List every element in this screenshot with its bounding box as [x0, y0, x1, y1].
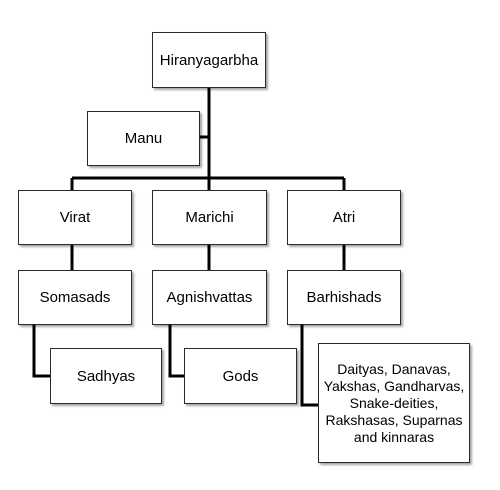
node-label: Barhishads [306, 289, 382, 306]
node-label: Somasads [39, 289, 111, 306]
node-gods: Gods [184, 348, 297, 404]
node-sadhyas: Sadhyas [50, 348, 162, 404]
connector-agnishvattas-gods [168, 325, 184, 378]
node-label: Agnishvattas [166, 289, 253, 306]
connector-barhishads-daityas [300, 325, 318, 407]
node-barhishads: Barhishads [287, 270, 401, 325]
node-daityas-group: Daityas, Danavas, Yakshas, Gandharvas, S… [318, 343, 470, 463]
node-virat: Virat [18, 190, 132, 245]
node-manu: Manu [87, 111, 200, 166]
node-label: Marichi [185, 209, 234, 226]
node-agnishvattas: Agnishvattas [152, 270, 267, 325]
node-somasads: Somasads [18, 270, 132, 325]
connector-somasads-sadhyas [32, 325, 50, 378]
node-label: Virat [59, 209, 91, 226]
node-label: Gods [222, 367, 259, 385]
node-atri: Atri [287, 190, 401, 245]
node-marichi: Marichi [152, 190, 267, 245]
node-label: Hiranyagarbha [159, 51, 259, 69]
node-label: Sadhyas [76, 367, 136, 385]
node-label: Manu [124, 130, 163, 147]
node-hiranyagarbha: Hiranyagarbha [152, 32, 266, 88]
node-label: Atri [332, 209, 356, 226]
node-label: Daityas, Danavas, Yakshas, Gandharvas, S… [323, 360, 465, 445]
